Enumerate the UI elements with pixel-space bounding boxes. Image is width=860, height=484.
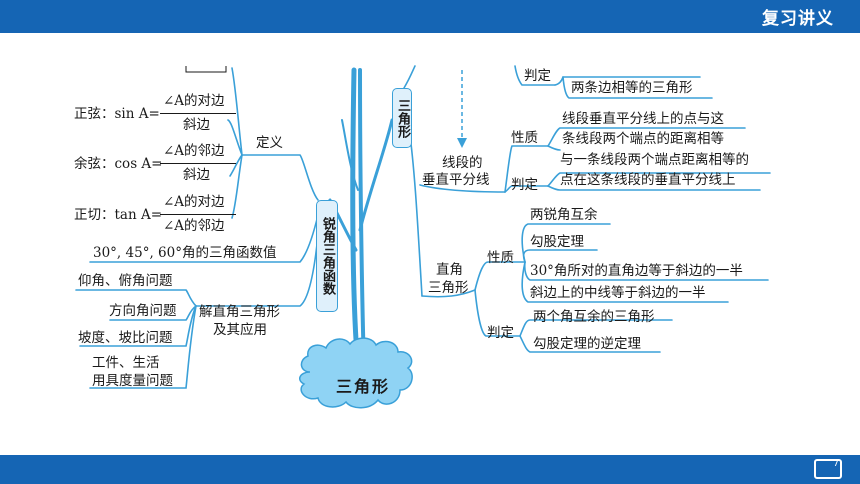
definition-label: 定义 bbox=[256, 135, 283, 151]
cosine-numerator: ∠A的邻边 bbox=[163, 143, 225, 159]
root-node-label: 三角形 bbox=[335, 377, 390, 396]
application-item-2: 方向角问题 bbox=[109, 303, 177, 319]
perp-property-line1: 线段垂直平分线上的点与这 bbox=[562, 111, 724, 127]
rt-property-item-1: 两锐角互余 bbox=[530, 207, 598, 223]
page-number: 7 bbox=[833, 459, 839, 469]
rt-property-item-2: 勾股定理 bbox=[530, 234, 584, 250]
header-bar: 复习讲义 bbox=[0, 0, 860, 33]
sine-numerator: ∠A的对边 bbox=[163, 93, 225, 109]
special-values: 30°, 45°, 60°角的三角函数值 bbox=[93, 245, 277, 261]
sine-name: 正弦：sin A= bbox=[74, 106, 160, 122]
application-item-4a: 工件、生活 bbox=[92, 355, 160, 371]
perp-bisector-label-1: 线段的 bbox=[442, 155, 483, 171]
page-number-icon: 7 bbox=[814, 459, 842, 479]
cosine-fraction-bar bbox=[160, 163, 236, 164]
tangent-fraction-bar bbox=[160, 214, 236, 215]
application-item-1: 仰角、俯角问题 bbox=[78, 273, 173, 289]
perp-property-label: 性质 bbox=[511, 130, 538, 146]
application-label-2: 及其应用 bbox=[213, 322, 267, 338]
rt-criterion-item-2: 勾股定理的逆定理 bbox=[533, 336, 641, 352]
header-title: 复习讲义 bbox=[762, 9, 834, 29]
application-item-3: 坡度、坡比问题 bbox=[78, 330, 173, 346]
perp-criterion-label: 判定 bbox=[511, 177, 538, 193]
right-triangle-label-1: 直角 bbox=[436, 262, 463, 278]
sine-fraction-bar bbox=[160, 113, 236, 114]
perp-bisector-label-2: 垂直平分线 bbox=[422, 172, 490, 188]
cosine-name: 余弦：cos A= bbox=[74, 156, 163, 172]
tangent-name: 正切：tan A= bbox=[74, 207, 163, 223]
rt-property-label: 性质 bbox=[487, 250, 514, 266]
tangent-numerator: ∠A的对边 bbox=[163, 194, 225, 210]
rt-criterion-item-1: 两个角互余的三角形 bbox=[533, 309, 655, 325]
tangent-denominator: ∠A的邻边 bbox=[163, 218, 225, 234]
cosine-denominator: 斜边 bbox=[183, 167, 210, 183]
sine-denominator: 斜边 bbox=[183, 117, 210, 133]
rt-criterion-label: 判定 bbox=[487, 325, 514, 341]
top-criterion-item: 两条边相等的三角形 bbox=[571, 80, 693, 96]
branch-node-trig: 锐角三角函数 bbox=[316, 200, 338, 312]
perp-property-line2: 条线段两个端点的距离相等 bbox=[562, 131, 724, 147]
top-criterion-label: 判定 bbox=[524, 68, 551, 84]
branch-node-triangle: 三角形 bbox=[392, 88, 412, 148]
application-label-1: 解直角三角形 bbox=[199, 304, 280, 320]
rt-property-item-3: 30°角所对的直角边等于斜边的一半 bbox=[530, 263, 743, 279]
right-triangle-label-2: 三角形 bbox=[428, 280, 469, 296]
root-cloud-shape bbox=[299, 337, 413, 409]
perp-criterion-line2: 点在这条线段的垂直平分线上 bbox=[560, 172, 736, 188]
footer-bar bbox=[0, 455, 860, 484]
perp-criterion-line1: 与一条线段两个端点距离相等的 bbox=[560, 152, 749, 168]
application-item-4b: 用具度量问题 bbox=[92, 373, 173, 389]
rt-property-item-4: 斜边上的中线等于斜边的一半 bbox=[530, 285, 706, 301]
